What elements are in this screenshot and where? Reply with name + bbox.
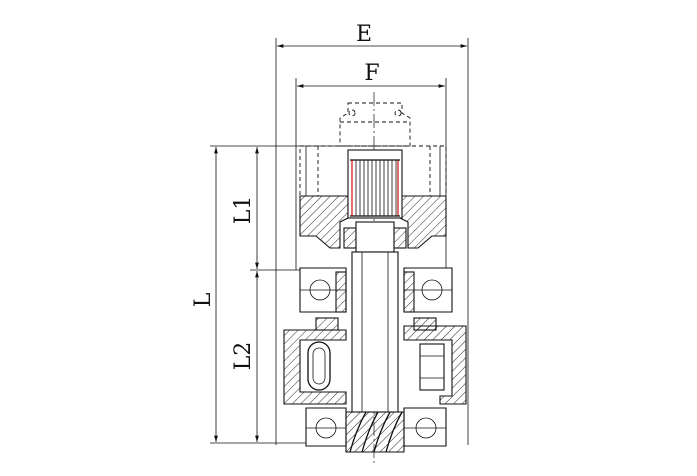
dimension-label-f: F bbox=[364, 61, 379, 86]
dimension-f: F bbox=[295, 61, 447, 270]
middle-flange bbox=[299, 267, 453, 313]
bottom-bearing bbox=[305, 407, 447, 447]
dimension-label-l: L bbox=[191, 292, 216, 307]
upper-housing bbox=[299, 146, 447, 249]
dimension-label-l2: L2 bbox=[231, 342, 256, 371]
sight-glass bbox=[307, 341, 331, 391]
lower-housing bbox=[283, 317, 467, 405]
dimension-label-e: E bbox=[356, 22, 372, 47]
dimension-e: E bbox=[275, 22, 469, 445]
dimension-label-l1: L1 bbox=[231, 196, 256, 225]
upper-bearing bbox=[343, 221, 407, 253]
dimension-l2: L2 bbox=[231, 271, 259, 442]
spline-coupling bbox=[347, 149, 403, 219]
pinion-gear bbox=[345, 411, 405, 453]
main-shaft bbox=[351, 251, 399, 413]
